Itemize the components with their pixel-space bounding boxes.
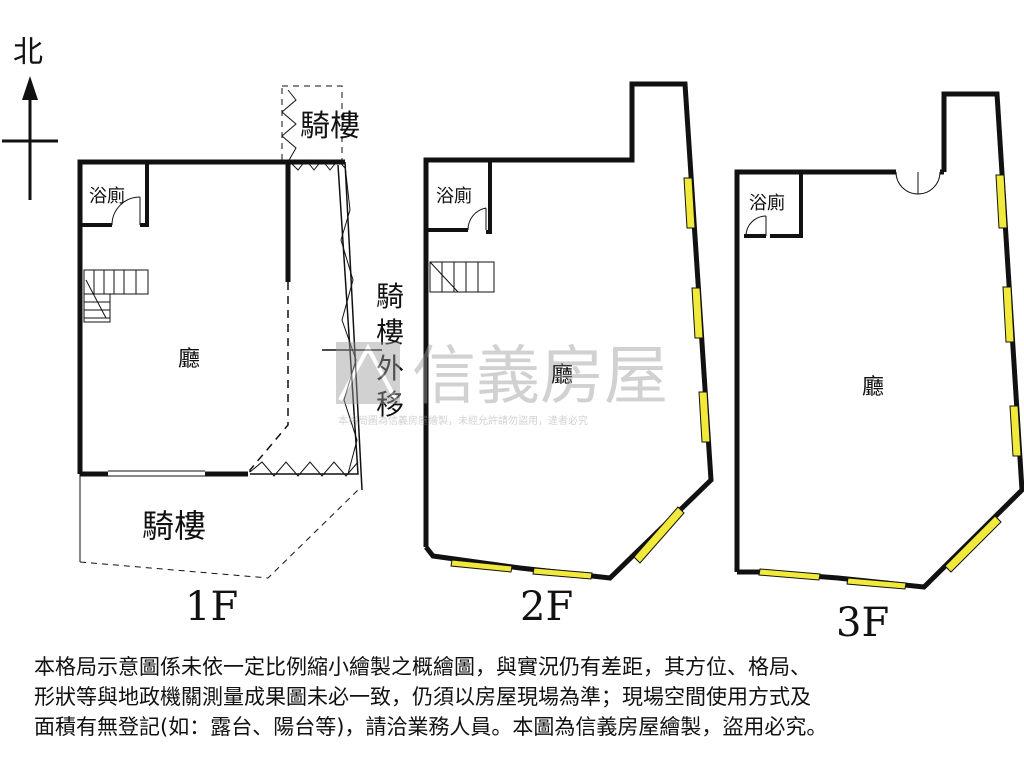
arcade-shift-char-4: 移 [376, 388, 404, 421]
arcade-shift-char-1: 騎 [376, 280, 404, 313]
disclaimer-line: 本格局示意圖係未依一定比例縮小繪製之概繪圖，與實況仍有差距，其方位、格局、 [34, 655, 811, 679]
watermark: 信義房屋 本格局圖為信義房屋繪製，未經允許請勿盜用，違者必究 [336, 340, 668, 427]
floor-label-1f: 1F [185, 584, 238, 630]
wall [140, 162, 149, 227]
watermark-brand: 信義房屋 [412, 340, 668, 414]
north-label: 北 [13, 35, 43, 70]
arcade-outline [250, 164, 359, 475]
wall [770, 172, 803, 238]
outer-wall [737, 91, 1024, 590]
bath-label-1f: 浴廁 [89, 185, 125, 207]
dashed-boundary [249, 282, 289, 474]
watermark-logo-icon [336, 342, 400, 404]
hall-label-1f: 廳 [178, 347, 200, 372]
door-swing [745, 215, 767, 237]
arcade-shift-char-2: 樓 [376, 316, 404, 349]
wall [77, 159, 345, 474]
double-door [917, 171, 941, 195]
zigzag-break [340, 164, 358, 475]
door-swing [111, 196, 141, 226]
wall [486, 160, 492, 234]
zigzag-break [249, 461, 359, 477]
arcade-top-label: 騎樓 [300, 109, 360, 144]
north-arrow-icon [22, 76, 38, 100]
bath-label-2f: 浴廁 [436, 185, 472, 207]
floor-1f-plan [77, 85, 382, 579]
floor-label-2f: 2F [520, 584, 573, 630]
front-arcade-outline [79, 474, 359, 579]
arcade-front-label: 騎樓 [142, 507, 206, 545]
arcade-outline [344, 161, 363, 491]
disclaimer-line: 面積有無登記(如：露台、陽台等)，請洽業務人員。本圖為信義房屋繪製，盜用必究。 [34, 715, 828, 739]
door-swing [467, 207, 487, 231]
floor-plan-drawing: 北 [2, 35, 1024, 646]
staircase [429, 261, 495, 293]
hall-label-3f: 廳 [862, 375, 884, 400]
outer-wall [734, 169, 896, 572]
north-compass: 北 [2, 35, 58, 200]
disclaimer-line: 形狀等與地政機關測量成果圖未必一致，仍須以房屋現場為準；現場空間使用方式及 [34, 685, 811, 709]
staircase [83, 269, 149, 323]
double-door [895, 171, 919, 195]
hall-label-2f: 廳 [551, 363, 573, 388]
floor-label-3f: 3F [836, 600, 889, 646]
disclaimer-text: 本格局示意圖係未依一定比例縮小繪製之概繪圖，與實況仍有差距，其方位、格局、 形狀… [34, 652, 1004, 742]
windows-2f [450, 177, 711, 580]
bath-label-3f: 浴廁 [749, 192, 785, 214]
floor-2f-plan [423, 81, 714, 581]
windows-3f [758, 174, 1022, 590]
watermark-notice: 本格局圖為信義房屋繪製，未經允許請勿盜用，違者必究 [338, 414, 588, 427]
arcade-shift-char-3: 外 [376, 352, 404, 385]
outer-wall [423, 81, 714, 581]
floor-3f-plan [734, 91, 1024, 590]
